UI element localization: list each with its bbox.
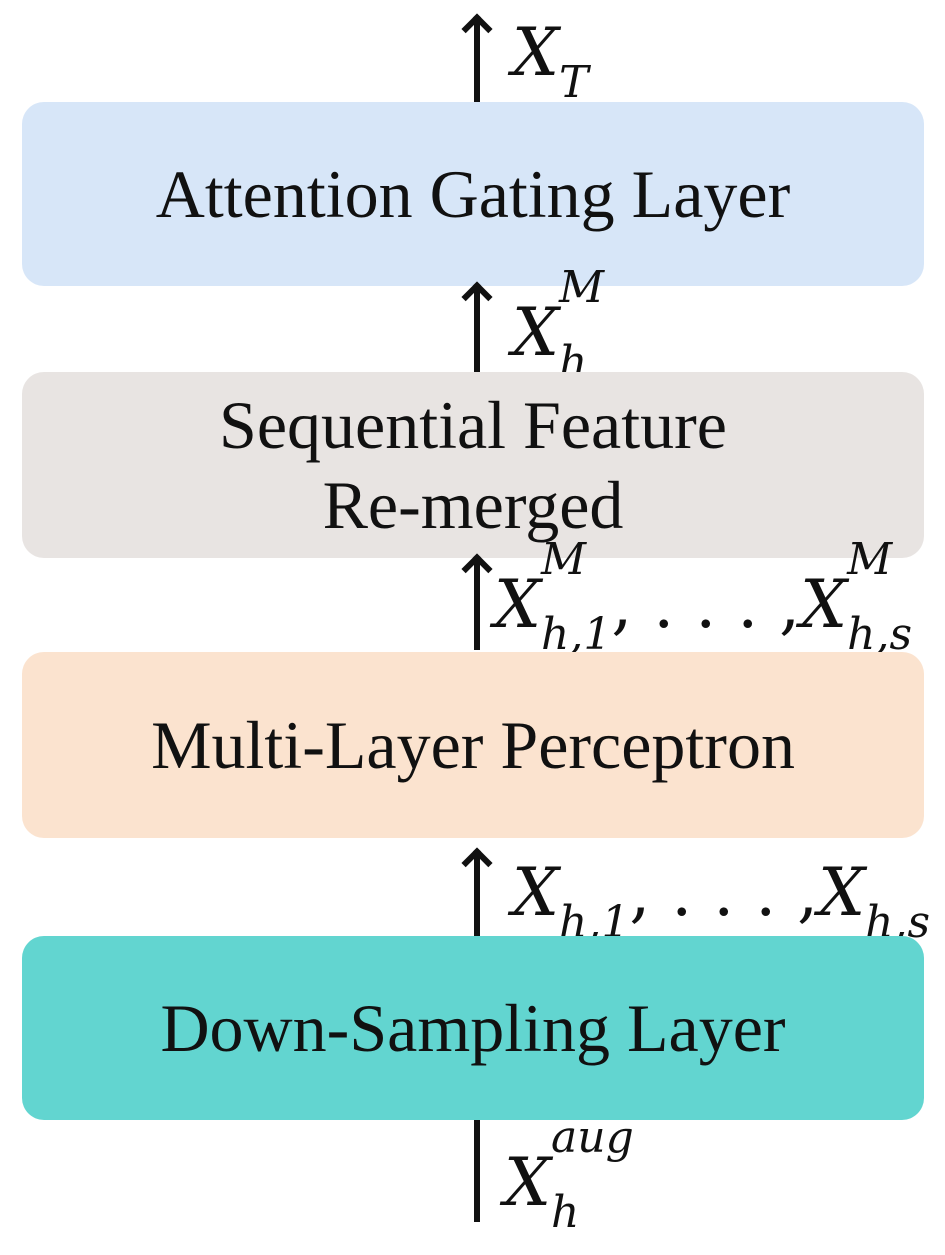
signal-sup: M	[559, 262, 605, 313]
signal-base: X	[800, 566, 848, 643]
downsampling-output-signal-label: Xh,1, . . . ,Xh,s	[512, 860, 930, 945]
signal-sub: T	[559, 57, 589, 108]
attention-gating-layer-label: Attention Gating Layer	[155, 155, 791, 232]
merged-feature-arrow	[474, 286, 480, 372]
signal-base: X	[504, 1144, 551, 1221]
sequential-feature-remerged-block: Sequential Feature Re-merged	[22, 372, 924, 558]
down-sampling-layer-block: Down-Sampling Layer	[22, 936, 924, 1120]
signal-ellipsis: , . . . ,	[629, 854, 819, 931]
sequential-feature-label-line1: Sequential Feature	[219, 386, 727, 463]
sequential-feature-label-line2: Re-merged	[322, 467, 624, 543]
signal-base: X	[494, 566, 541, 643]
signal-sub: h	[551, 1187, 580, 1238]
input-line	[474, 1120, 480, 1222]
signal-base: X	[512, 854, 559, 931]
signal-ellipsis: , . . . ,	[611, 566, 801, 643]
signal-sub: h,1	[541, 609, 612, 660]
mlp-output-arrow	[474, 558, 480, 650]
signal-base: X	[512, 294, 559, 371]
output-signal-label: XT	[512, 20, 588, 105]
signal-sub: h,s	[847, 609, 913, 660]
signal-base: X	[512, 14, 559, 91]
signal-sup: M	[541, 534, 587, 585]
down-sampling-layer-label: Down-Sampling Layer	[160, 989, 786, 1066]
multi-layer-perceptron-label: Multi-Layer Perceptron	[151, 706, 795, 783]
downsampling-output-arrow	[474, 852, 480, 936]
signal-sup: M	[847, 534, 893, 585]
signal-sup: aug	[551, 1112, 634, 1163]
multi-layer-perceptron-block: Multi-Layer Perceptron	[22, 652, 924, 838]
output-arrow	[474, 18, 480, 102]
attention-gating-layer-block: Attention Gating Layer	[22, 102, 924, 286]
signal-base: X	[818, 854, 866, 931]
